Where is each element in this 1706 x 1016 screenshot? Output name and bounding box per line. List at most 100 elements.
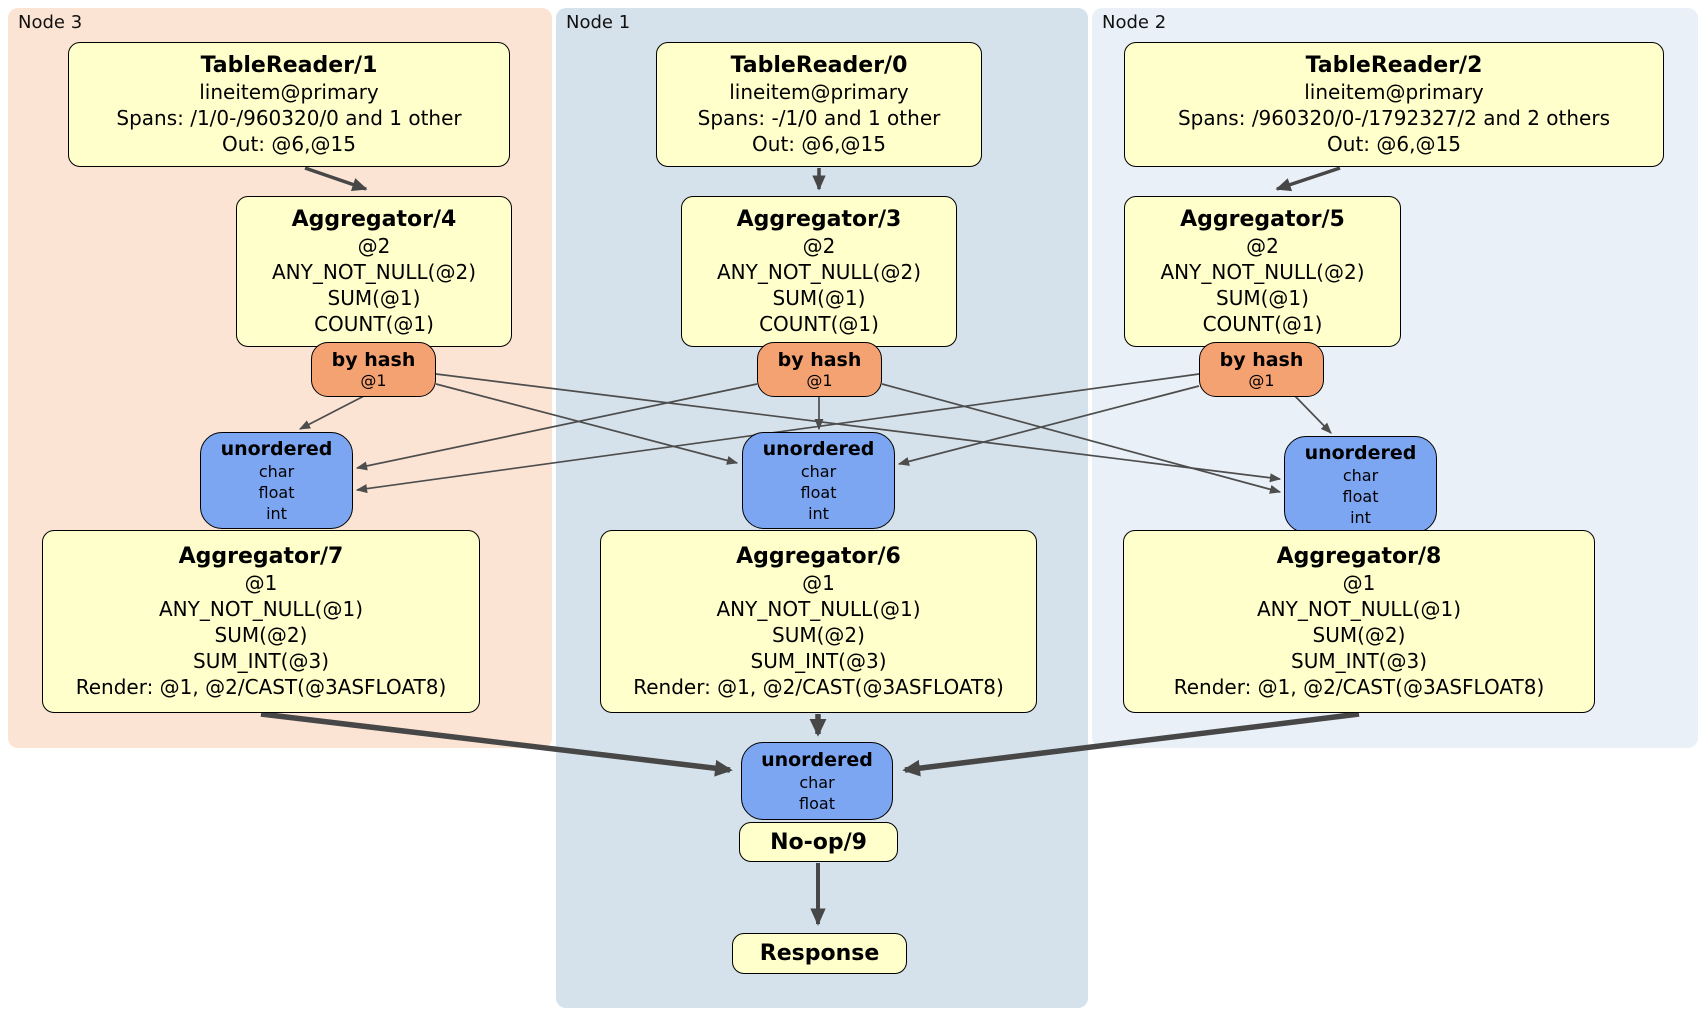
sync-title: unordered — [1304, 441, 1417, 464]
processor-aggregator-3: Aggregator/3 @2 ANY_NOT_NULL(@2) SUM(@1)… — [681, 196, 957, 347]
processor-detail: Spans: /960320/0-/1792327/2 and 2 others — [1177, 106, 1610, 130]
processor-title: No-op/9 — [770, 829, 867, 855]
processor-detail: lineitem@primary — [199, 80, 379, 104]
processor-detail: @1 — [244, 571, 278, 595]
sync-detail: char — [1342, 465, 1379, 485]
sync-unordered-final: unordered char float — [741, 742, 893, 820]
processor-title: Aggregator/3 — [736, 207, 902, 232]
sync-detail: char — [258, 461, 295, 481]
processor-title: Aggregator/5 — [1180, 207, 1345, 232]
edge-byhash3-sync7 — [355, 383, 758, 471]
sync-detail: float — [799, 793, 835, 813]
processor-detail: Render: @1, @2/CAST(@3ASFLOAT8) — [75, 675, 447, 699]
router-detail: @1 — [806, 370, 833, 390]
processor-aggregator-6: Aggregator/6 @1 ANY_NOT_NULL(@1) SUM(@2)… — [600, 530, 1037, 713]
router-by-hash-4: by hash @1 — [311, 342, 436, 397]
processor-detail: SUM(@2) — [214, 623, 308, 647]
processor-response: Response — [732, 933, 907, 974]
sync-detail: char — [800, 461, 837, 481]
node1-label: Node 1 — [566, 12, 631, 33]
processor-detail: COUNT(@1) — [314, 312, 434, 336]
edge-tr2-agg5 — [1275, 166, 1341, 192]
processor-detail: lineitem@primary — [729, 80, 909, 104]
processor-detail: ANY_NOT_NULL(@1) — [1257, 597, 1461, 621]
processor-title: Aggregator/6 — [736, 544, 901, 569]
processor-title: Aggregator/7 — [178, 544, 344, 569]
edge-byhash5-sync8 — [1294, 395, 1332, 434]
processor-detail: Spans: /1/0-/960320/0 and 1 other — [116, 106, 462, 130]
processor-title: TableReader/0 — [730, 53, 908, 78]
processor-detail: @1 — [1342, 571, 1376, 595]
processor-detail: Spans: -/1/0 and 1 other — [697, 106, 941, 130]
processor-aggregator-8: Aggregator/8 @1 ANY_NOT_NULL(@1) SUM(@2)… — [1123, 530, 1595, 713]
processor-title: Response — [759, 941, 880, 966]
sync-detail: int — [266, 503, 287, 523]
processor-detail: Out: @6,@15 — [222, 132, 356, 156]
processor-detail: @1 — [802, 571, 835, 595]
processor-detail: ANY_NOT_NULL(@2) — [717, 260, 921, 284]
processor-tablereader-0: TableReader/0 lineitem@primary Spans: -/… — [656, 42, 982, 167]
processor-detail: ANY_NOT_NULL(@1) — [159, 597, 363, 621]
edge-byhash4-sync6 — [435, 383, 739, 465]
processor-aggregator-7: Aggregator/7 @1 ANY_NOT_NULL(@1) SUM(@2)… — [42, 530, 480, 713]
processor-detail: SUM_INT(@3) — [193, 649, 329, 673]
processor-title: TableReader/2 — [1305, 53, 1483, 78]
sync-detail: float — [800, 482, 837, 502]
sync-detail: int — [1350, 507, 1371, 527]
processor-detail: Render: @1, @2/CAST(@3ASFLOAT8) — [633, 675, 1004, 699]
router-detail: @1 — [360, 370, 387, 390]
processor-detail: Render: @1, @2/CAST(@3ASFLOAT8) — [1173, 675, 1545, 699]
processor-title: Aggregator/4 — [291, 207, 457, 232]
processor-detail: @2 — [357, 234, 391, 258]
processor-detail: ANY_NOT_NULL(@1) — [716, 597, 921, 621]
processor-detail: ANY_NOT_NULL(@2) — [272, 260, 476, 284]
edge-agg7-syncfinal — [260, 711, 733, 777]
processor-title: Aggregator/8 — [1276, 544, 1442, 569]
edge-byhash4-sync8 — [435, 373, 1282, 483]
processor-detail: SUM_INT(@3) — [1291, 649, 1427, 673]
processor-detail: ANY_NOT_NULL(@2) — [1160, 260, 1365, 284]
sync-unordered-8: unordered char float int — [1284, 436, 1437, 533]
edge-byhash4-sync7 — [298, 395, 365, 430]
router-by-hash-5: by hash @1 — [1199, 342, 1324, 397]
node2-label: Node 2 — [1102, 12, 1167, 33]
processor-detail: SUM(@2) — [1312, 623, 1406, 647]
sync-detail: int — [808, 503, 829, 523]
node3-label: Node 3 — [18, 12, 83, 33]
processor-detail: SUM(@2) — [772, 623, 865, 647]
sync-detail: float — [1342, 486, 1379, 506]
sync-detail: char — [799, 772, 835, 792]
processor-detail: lineitem@primary — [1304, 80, 1484, 104]
sync-title: unordered — [220, 437, 333, 460]
sync-unordered-6: unordered char float int — [742, 432, 895, 529]
processor-noop-9: No-op/9 — [739, 822, 898, 862]
processor-detail: SUM(@1) — [327, 286, 421, 310]
router-detail: @1 — [1248, 370, 1275, 390]
sync-detail: float — [258, 482, 295, 502]
processor-detail: @2 — [1246, 234, 1279, 258]
processor-detail: SUM_INT(@3) — [750, 649, 887, 673]
router-title: by hash — [777, 348, 862, 371]
edge-byhash5-sync6 — [897, 385, 1200, 466]
edge-byhash3-sync8 — [881, 383, 1282, 494]
router-title: by hash — [331, 348, 416, 371]
processor-title: TableReader/1 — [200, 53, 378, 78]
processor-aggregator-5: Aggregator/5 @2 ANY_NOT_NULL(@2) SUM(@1)… — [1124, 196, 1401, 347]
edge-agg8-syncfinal — [902, 711, 1360, 777]
sync-title: unordered — [762, 437, 875, 460]
router-title: by hash — [1219, 348, 1304, 371]
processor-detail: COUNT(@1) — [1202, 312, 1323, 336]
processor-detail: @2 — [802, 234, 836, 258]
sync-title: unordered — [761, 748, 873, 771]
processor-detail: Out: @6,@15 — [1327, 132, 1461, 156]
sync-unordered-7: unordered char float int — [200, 432, 353, 529]
router-by-hash-3: by hash @1 — [757, 342, 882, 397]
processor-detail: SUM(@1) — [772, 286, 866, 310]
processor-detail: Out: @6,@15 — [752, 132, 886, 156]
edge-tr1-agg4 — [304, 166, 368, 191]
processor-aggregator-4: Aggregator/4 @2 ANY_NOT_NULL(@2) SUM(@1)… — [236, 196, 512, 347]
processor-detail: COUNT(@1) — [759, 312, 879, 336]
processor-tablereader-2: TableReader/2 lineitem@primary Spans: /9… — [1124, 42, 1664, 167]
